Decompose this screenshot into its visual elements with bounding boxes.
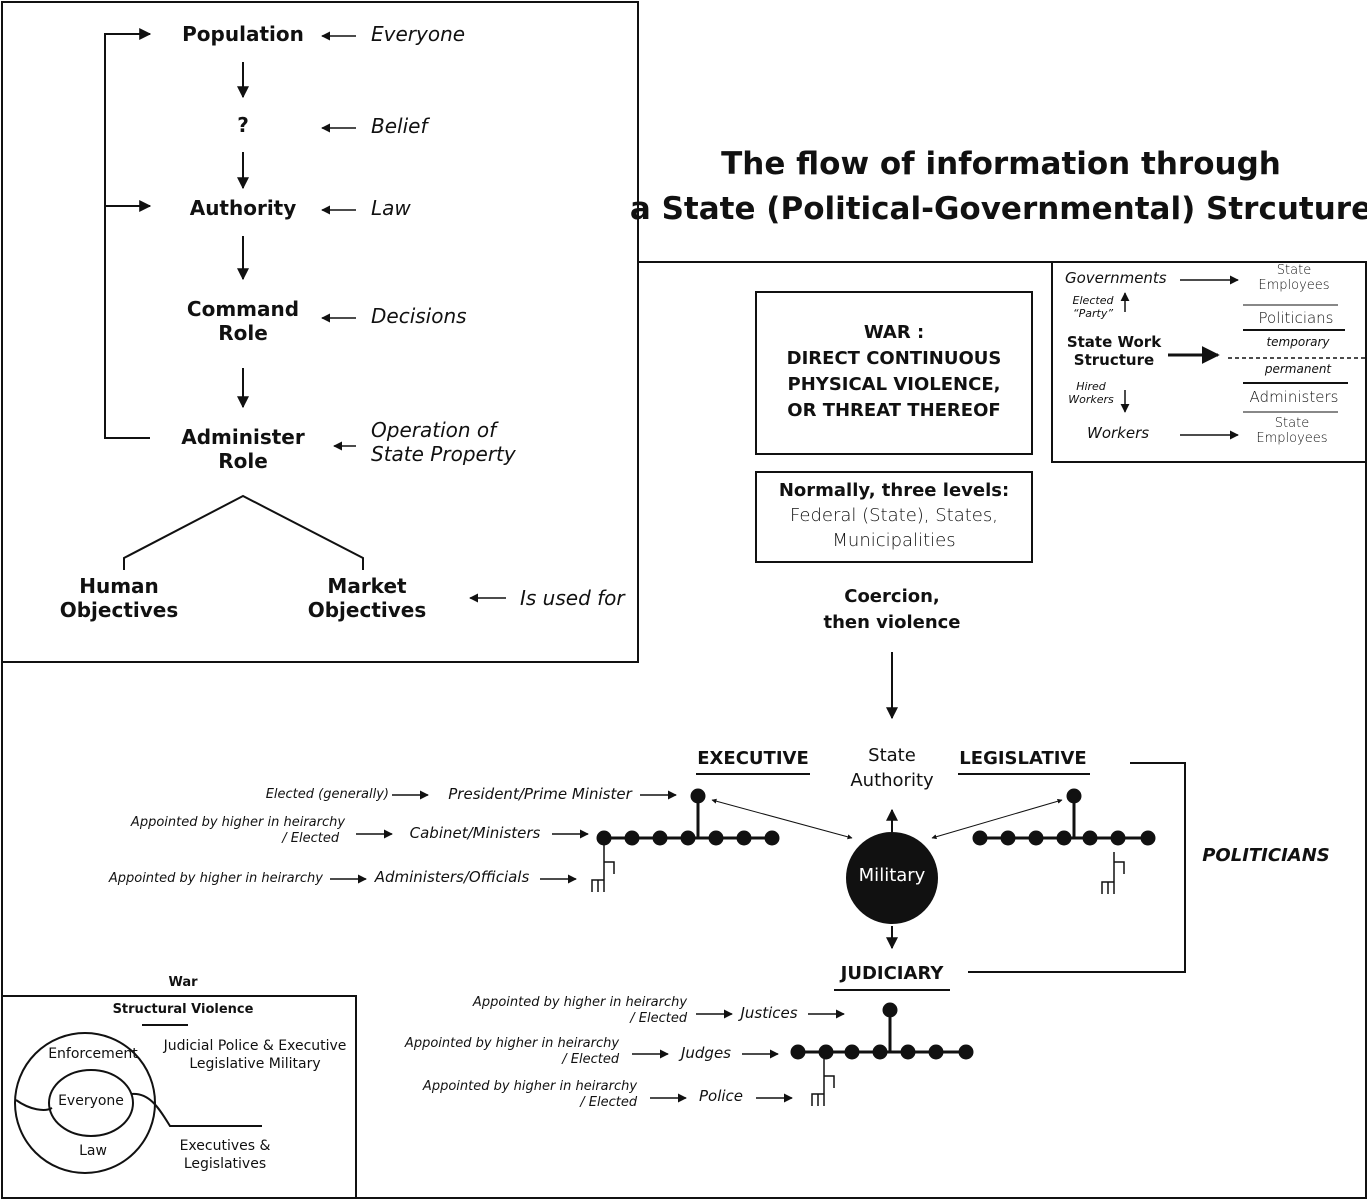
jud-row2-role: Judges xyxy=(680,1044,732,1062)
legend-hired-workers: Hired Workers xyxy=(1068,380,1114,406)
legend-state-employees-top: State Employees xyxy=(1258,263,1330,293)
flow-box xyxy=(1,1,639,663)
node-market-objectives: Market Objectives xyxy=(307,574,427,622)
jud-row2-how: Appointed by higher in heirarchy / Elect… xyxy=(404,1036,620,1067)
judiciary-hierarchy xyxy=(790,1002,974,1060)
vlegend-judicial: Judicial Police & Executive Legislative … xyxy=(163,1038,347,1073)
judiciary-subtree xyxy=(811,1059,835,1106)
legend-elected-party: Elected “Party” xyxy=(1072,294,1114,320)
violence-legend-box xyxy=(2,995,357,1198)
vlegend-war: War xyxy=(168,975,198,990)
note-operation: Operation of State Property xyxy=(371,418,516,466)
legend-politicians: Politicians xyxy=(1258,309,1334,327)
jud-row3-how: Appointed by higher in heirarchy / Elect… xyxy=(422,1079,638,1110)
legislative-subtree xyxy=(1101,852,1125,894)
node-administer-role: Administer Role xyxy=(181,425,305,473)
coercion-label: Coercion, then violence xyxy=(823,586,961,634)
vlegend-enforcement: Enforcement xyxy=(48,1046,138,1062)
exec-row2-how: Appointed by higher in heirarchy / Elect… xyxy=(130,815,346,846)
work-legend-box xyxy=(1051,261,1367,463)
jud-row1-role: Justices xyxy=(740,1004,798,1022)
levels-box xyxy=(755,471,1033,563)
legend-workers: Workers xyxy=(1087,424,1150,442)
legislative-hierarchy xyxy=(972,788,1156,846)
note-is-used-for: Is used for xyxy=(520,586,625,610)
arrows xyxy=(125,28,1239,1103)
legend-administers: Administers xyxy=(1249,388,1339,406)
executive-hierarchy xyxy=(596,788,780,846)
note-decisions: Decisions xyxy=(371,304,467,328)
note-belief: Belief xyxy=(371,114,428,138)
military-circle xyxy=(846,832,938,924)
exec-row2-role: Cabinet/Ministers xyxy=(409,824,541,842)
legend-permanent: permanent xyxy=(1264,362,1332,376)
legend-temporary: temporary xyxy=(1266,335,1330,349)
node-human-objectives: Human Objectives xyxy=(59,574,179,622)
exec-row3-role: Administers/Officials xyxy=(374,868,530,886)
vlegend-everyone: Everyone xyxy=(58,1093,124,1109)
node-authority: Authority xyxy=(189,196,297,220)
legend-governments: Governments xyxy=(1065,269,1167,287)
branch-judiciary: JUDICIARY xyxy=(840,963,944,984)
vlegend-law: Law xyxy=(79,1143,107,1159)
exec-row1-role: President/Prime Minister xyxy=(448,785,632,803)
levels-box-text: Normally, three levels: Federal (State),… xyxy=(778,480,1010,552)
jud-row1-how: Appointed by higher in heirarchy / Elect… xyxy=(472,995,688,1026)
node-belief-unknown: ? xyxy=(237,113,249,137)
politicians-label: POLITICIANS xyxy=(1202,845,1330,866)
branch-legislative: LEGISLATIVE xyxy=(959,748,1087,769)
note-everyone: Everyone xyxy=(371,22,466,46)
executive-subtree xyxy=(591,845,615,892)
military-label: Military xyxy=(858,865,926,886)
feedback-loop xyxy=(104,33,150,439)
objectives-branch xyxy=(123,494,364,570)
node-population: Population xyxy=(182,22,304,46)
legend-state-employees-bottom: State Employees xyxy=(1256,416,1328,446)
exec-row1-how: Elected (generally) xyxy=(265,787,389,802)
page-title: The flow of information through a State … xyxy=(629,146,1367,227)
node-command-role: Command Role xyxy=(186,297,300,345)
war-box-text: WAR : DIRECT CONTINUOUS PHYSICAL VIOLENC… xyxy=(786,322,1002,422)
legend-state-work-structure: State Work Structure xyxy=(1066,333,1162,369)
branch-executive: EXECUTIVE xyxy=(697,748,809,769)
jud-row3-role: Police xyxy=(698,1087,744,1105)
vlegend-executives: Executives & Legislatives xyxy=(179,1138,271,1173)
exec-row3-how: Appointed by higher in heirarchy xyxy=(108,871,323,886)
vlegend-structural-violence: Structural Violence xyxy=(112,1002,254,1017)
politicians-bracket xyxy=(968,762,1186,973)
note-law: Law xyxy=(371,196,411,220)
war-box xyxy=(755,291,1033,455)
state-authority-label: State Authority xyxy=(850,745,934,792)
